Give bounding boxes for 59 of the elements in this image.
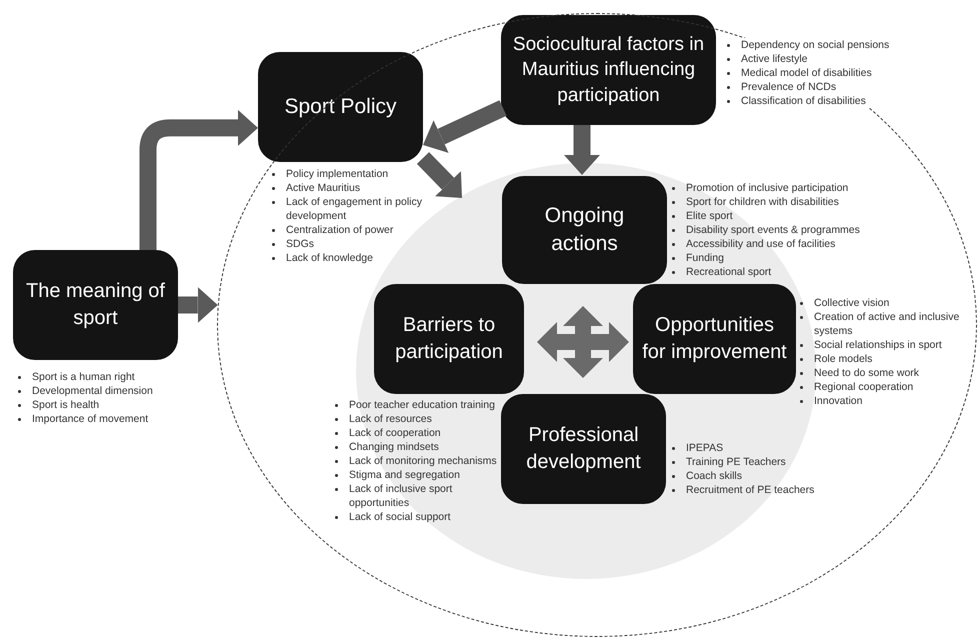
bullet-item: Stigma and segregation	[335, 468, 500, 482]
node-title: Sport Policy	[284, 94, 397, 120]
node-title: Professional development	[525, 423, 642, 475]
node-title: Opportunities for improvement	[641, 313, 788, 365]
bullet-item: Dependency on social pensions	[727, 38, 942, 52]
bullet-item: Active lifestyle	[727, 52, 942, 66]
bullet-item: Social relationships in sport	[800, 338, 972, 352]
bullet-item: Classification of disabilities	[727, 94, 942, 108]
bullet-item: Recreational sport	[672, 265, 902, 279]
bullet-item: Poor teacher education training	[335, 398, 500, 412]
bullet-item: Disability sport events & programmes	[672, 223, 902, 237]
bullet-item: Creation of active and inclusive systems	[800, 310, 972, 338]
bullet-item: Sport is a human right	[18, 370, 193, 384]
process-box	[633, 284, 796, 394]
bullet-item: Importance of movement	[18, 412, 193, 426]
dashed-ellipse	[217, 13, 977, 637]
node-title: The meaning of sport	[25, 279, 166, 331]
bullet-item: Need to do some work	[800, 366, 972, 380]
block-arrow	[140, 110, 258, 250]
block-arrow	[178, 287, 218, 323]
node-title: Sociocultural factors in Mauritius influencing participation	[512, 32, 706, 108]
bullet-item: Role models	[800, 352, 972, 366]
bullet-item: Coach skills	[672, 469, 872, 483]
bullet-item: IPEPAS	[672, 441, 872, 455]
bullet-item: Innovation	[800, 394, 972, 408]
bullet-item: Lack of monitoring mechanisms	[335, 454, 500, 468]
node-title: Barriers to participation	[394, 313, 504, 365]
bullet-item: Lack of engagement in policy development	[272, 195, 472, 223]
bullet-item: SDGs	[272, 237, 472, 251]
bullet-item: Sport is health	[18, 398, 193, 412]
node-title: Ongoing actions	[544, 202, 626, 257]
bullet-item: Centralization of power	[272, 223, 472, 237]
block-arrow	[416, 152, 462, 198]
bullet-item: Promotion of inclusive participation	[672, 181, 902, 195]
bullet-item: Sport for children with disabilities	[672, 195, 902, 209]
bullet-item: Accessibility and use of facilities	[672, 237, 902, 251]
bullet-item: Lack of social support	[335, 510, 500, 524]
bullet-item: Collective vision	[800, 296, 972, 310]
bullet-item: Funding	[672, 251, 902, 265]
bullet-item: Lack of cooperation	[335, 426, 500, 440]
bullet-item: Developmental dimension	[18, 384, 193, 398]
bullet-item: Recruitment of PE teachers	[672, 483, 872, 497]
bullet-item: Prevalence of NCDs	[727, 80, 942, 94]
bullet-item: Changing mindsets	[335, 440, 500, 454]
process-box	[13, 250, 178, 360]
bullet-item: Elite sport	[672, 209, 902, 223]
process-box	[502, 176, 667, 284]
block-arrow	[423, 100, 507, 153]
block-arrow	[564, 125, 600, 175]
bullet-item: Lack of inclusive sport opportunities	[335, 482, 500, 510]
bullet-item: Active Mauritius	[272, 181, 472, 195]
bullet-item: Training PE Teachers	[672, 455, 872, 469]
bullet-item: Policy implementation	[272, 167, 472, 181]
bullet-item: Lack of resources	[335, 412, 500, 426]
process-box	[501, 394, 666, 504]
bullet-item: Lack of knowledge	[272, 251, 472, 265]
process-box	[374, 284, 524, 394]
bullet-item: Medical model of disabilities	[727, 66, 942, 80]
bullet-item: Regional cooperation	[800, 380, 972, 394]
